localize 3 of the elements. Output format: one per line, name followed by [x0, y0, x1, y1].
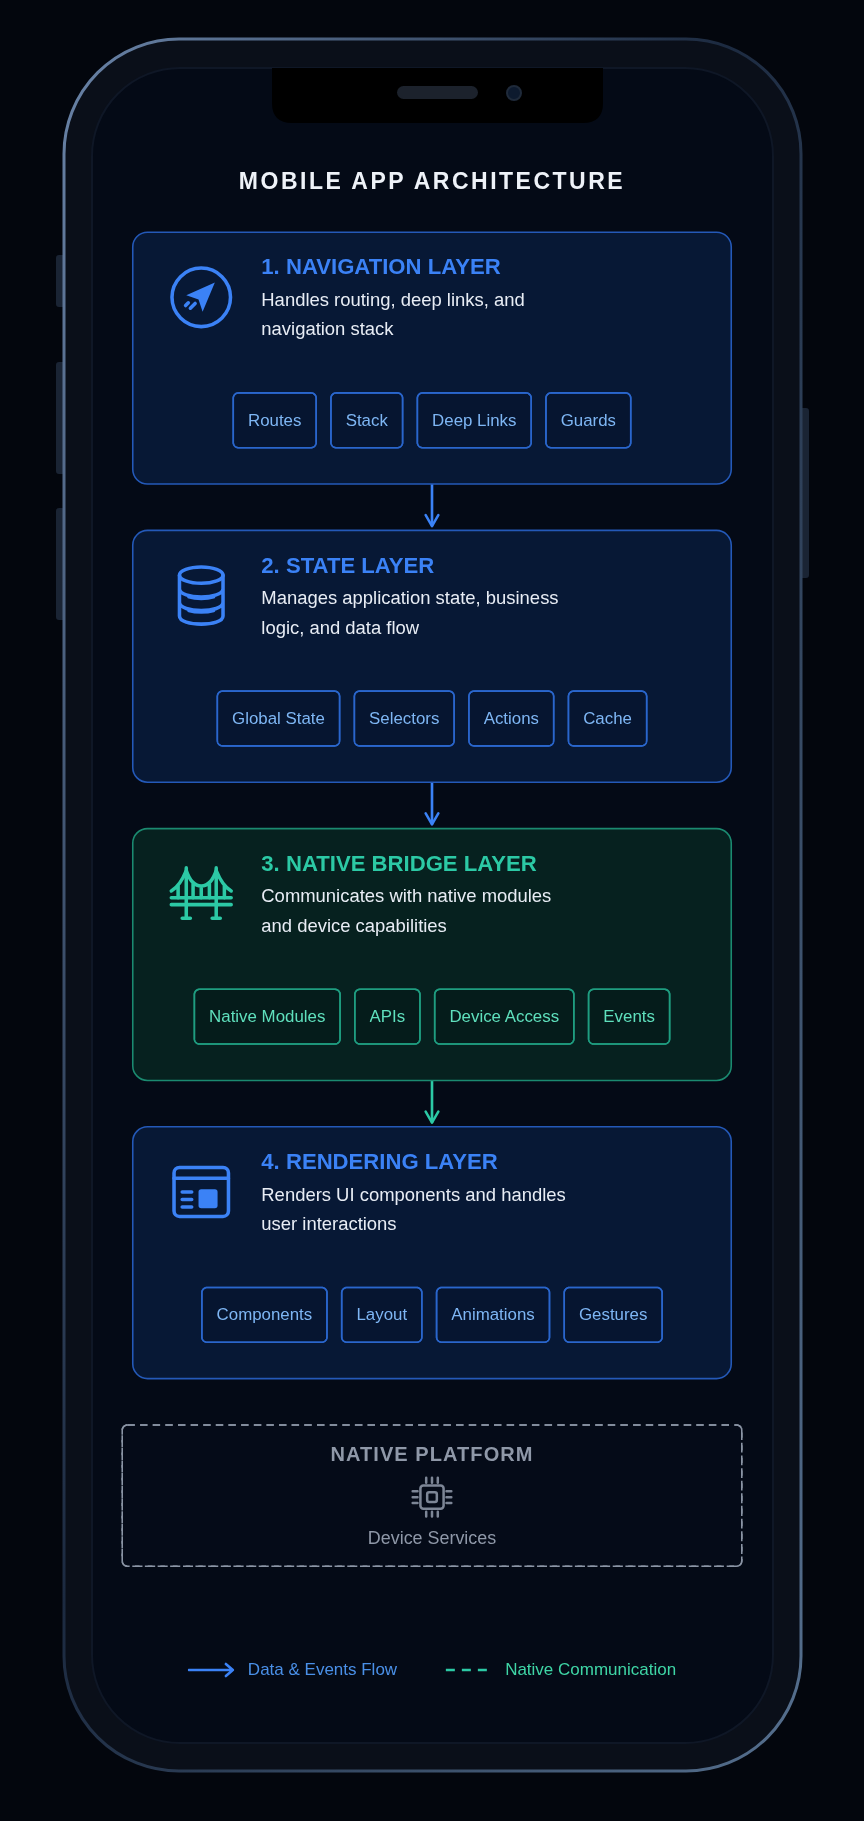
legend-label: Data & Events Flow	[247, 1660, 398, 1680]
diagram-title: MOBILE APP ARCHITECTURE	[238, 168, 626, 195]
legend-label: Native Communication	[505, 1660, 677, 1680]
